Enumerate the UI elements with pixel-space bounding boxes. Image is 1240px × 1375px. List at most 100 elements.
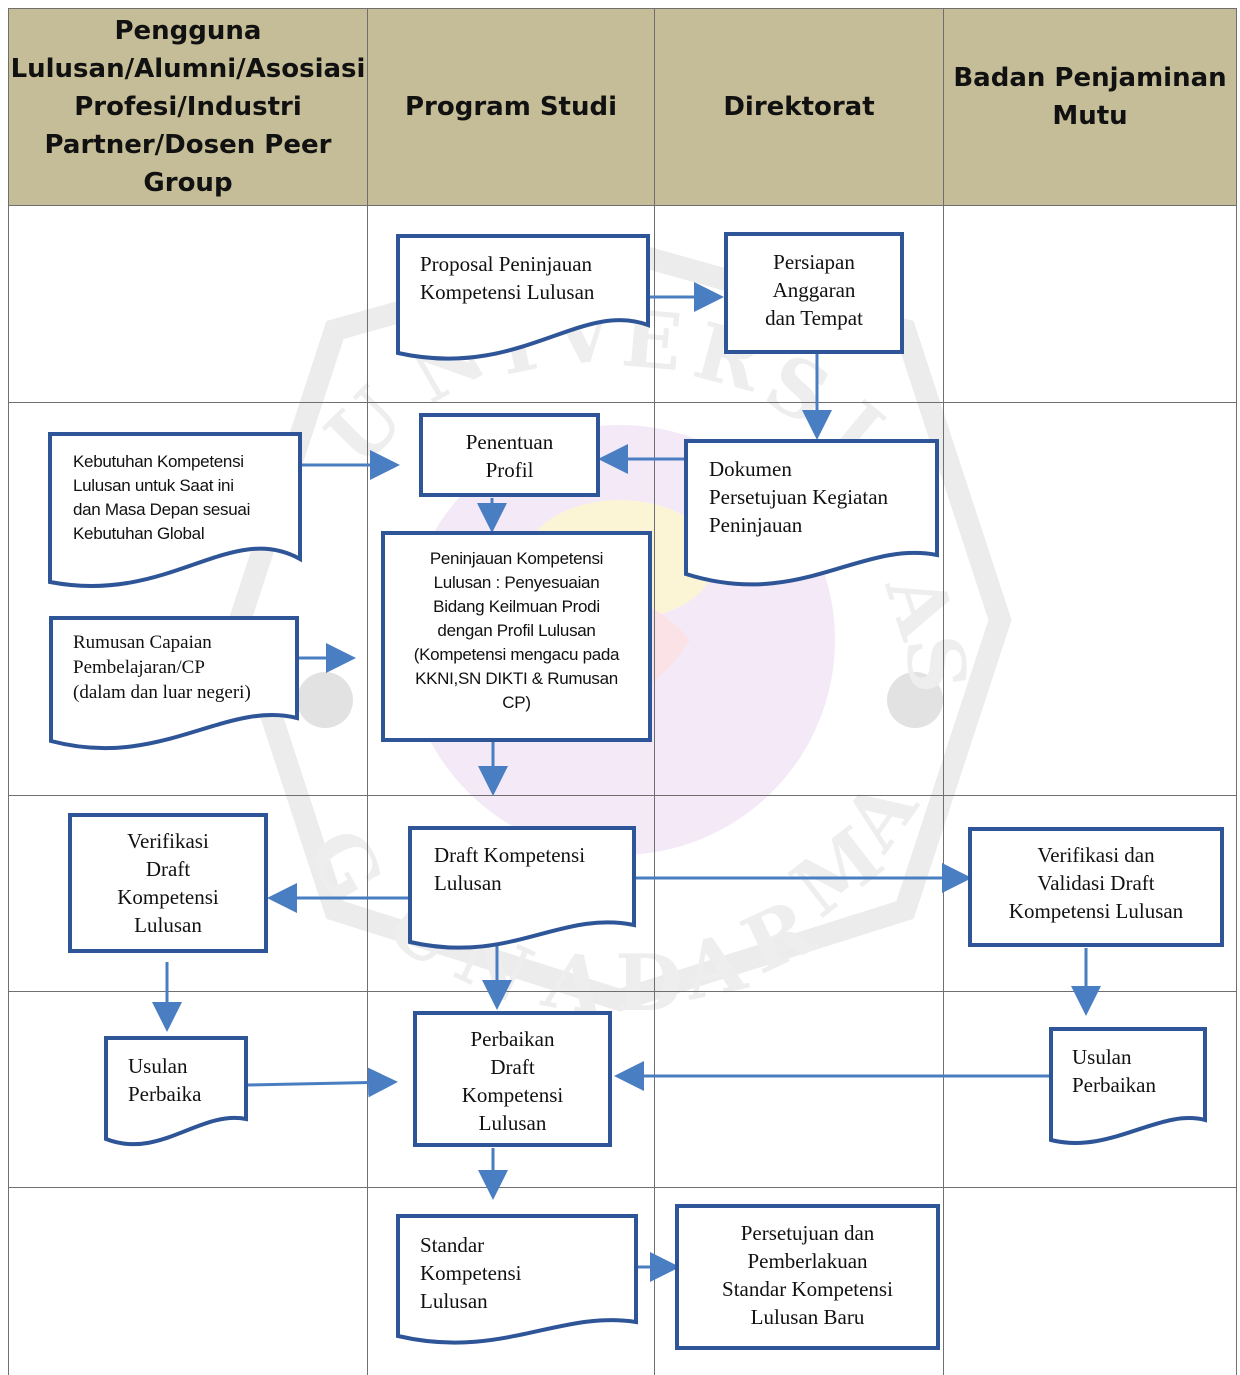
node-rumusan: Rumusan Capaian Pembelajaran/CP (dalam d… [73, 630, 297, 705]
lane-header-program-studi: Program Studi [367, 8, 655, 206]
node-penentuan-shape [419, 413, 600, 497]
node-verifikasi-validasi: Verifikasi dan Validasi Draft Kompetensi… [970, 841, 1222, 925]
lane-header-badan-penjaminan-mutu: Badan Penjaminan Mutu [943, 8, 1237, 206]
lane-header-direktorat: Direktorat [654, 8, 944, 206]
node-text-line: dengan Profil Lulusan [437, 621, 596, 640]
edge-usulan-kiri-perbaikan [247, 1067, 398, 1098]
lane-header-line: Partner/Dosen Peer [44, 130, 332, 160]
node-draft: Draft Kompetensi Lulusan [434, 841, 634, 897]
node-proposal: Proposal Peninjauan Kompetensi Lulusan [420, 250, 646, 306]
node-text-line: Peninjauan Kompetensi [429, 549, 604, 568]
node-text-line: Usulan [1072, 1045, 1132, 1069]
node-text-line: Persetujuan dan [740, 1221, 875, 1245]
lane-header-line: Mutu [1052, 101, 1128, 131]
node-standar: Standar Kompetensi Lulusan [420, 1231, 634, 1315]
node-usulan-kiri: Usulan Perbaika [128, 1052, 246, 1108]
grid-line [8, 8, 1237, 9]
node-text-line: Perbaikan [470, 1027, 555, 1051]
node-text-line: Persetujuan Kegiatan [709, 485, 889, 509]
node-text-line: dan Masa Depan sesuai [73, 500, 251, 519]
node-text-line: (Kompetensi mengacu pada [413, 645, 620, 664]
grid-line [8, 991, 1237, 992]
node-text-line: Verifikasi [127, 829, 209, 853]
node-text-line: Kebutuhan Global [73, 524, 205, 543]
grid-line [1236, 8, 1237, 1375]
lane-header-line: Direktorat [723, 92, 875, 122]
node-text-line: Perbaikan [1072, 1073, 1156, 1097]
node-verifikasi-draft-shape [68, 813, 268, 953]
grid-line [8, 402, 1237, 403]
grid-line [943, 8, 944, 1375]
node-text-line: Draft Kompetensi [434, 843, 586, 867]
node-text-line: Peninjauan [709, 513, 803, 537]
node-standar-shape [396, 1214, 638, 1345]
node-verifikasi-validasi-shape [968, 827, 1224, 947]
node-dokumen-shape [684, 439, 939, 587]
node-text-line: Lulusan : Penyesuaian [433, 573, 600, 592]
node-text-line: Kompetensi [461, 1083, 564, 1107]
node-text-line: Penentuan [465, 430, 554, 454]
node-text-line: Persiapan [773, 250, 855, 274]
node-text-line: Verifikasi dan [1037, 843, 1155, 867]
node-text-line: Kompetensi [420, 1261, 522, 1285]
node-persiapan-shape [724, 232, 904, 354]
node-text-line: Draft [490, 1055, 535, 1079]
lane-header-line: Program Studi [404, 92, 618, 122]
node-text-line: Lulusan Baru [750, 1305, 865, 1329]
node-persiapan: Persiapan Anggaran dan Tempat [726, 248, 902, 332]
node-text-line: Pembelajaran/CP [73, 657, 205, 678]
grid-line [654, 8, 655, 1375]
node-text-line: dan Tempat [765, 306, 863, 330]
node-usulan-kanan-shape [1049, 1027, 1207, 1145]
node-penentuan: Penentuan Profil [421, 428, 598, 484]
node-text-line: Lulusan [134, 913, 202, 937]
node-text-line: CP) [502, 693, 531, 712]
node-draft-shape [408, 826, 636, 950]
node-text-line: Kompetensi Lulusan [1008, 899, 1184, 923]
node-text-line: Kompetensi [117, 885, 219, 909]
node-text-line: Standar [420, 1233, 485, 1257]
node-proposal-shape [396, 234, 650, 361]
node-text-line: KKNI,SN DIKTI & Rumusan [415, 669, 618, 688]
node-usulan-kiri-shape [104, 1036, 248, 1147]
node-text-line: Rumusan Capaian [73, 632, 212, 653]
node-peninjauan: Peninjauan Kompetensi Lulusan : Penyesua… [383, 547, 650, 715]
node-text-line: Lulusan untuk Saat ini [73, 476, 234, 495]
node-perbaikan-shape [413, 1011, 612, 1147]
node-dokumen: Dokumen Persetujuan Kegiatan Peninjauan [709, 455, 935, 539]
lane-header-line: Group [143, 168, 233, 198]
grid-line [8, 8, 9, 1375]
node-kebutuhan-shape [48, 432, 302, 588]
node-text-line: Lulusan [420, 1289, 488, 1313]
node-verifikasi-draft: Verifikasi Draft Kompetensi Lulusan [70, 827, 266, 939]
node-text-line: Proposal Peninjauan [420, 252, 593, 276]
node-text-line: Kebutuhan Kompetensi [73, 452, 244, 471]
lane-header-line: Profesi/Industri [74, 92, 302, 122]
node-usulan-kanan: Usulan Perbaikan [1072, 1043, 1204, 1099]
node-text-line: Validasi Draft [1037, 871, 1155, 895]
node-kebutuhan: Kebutuhan Kompetensi Lulusan untuk Saat … [73, 450, 298, 546]
node-text-line: Dokumen [709, 457, 792, 481]
grid-line [8, 1187, 1237, 1188]
node-persetujuan-shape [675, 1204, 940, 1350]
node-text-line: Bidang Keilmuan Prodi [433, 597, 600, 616]
lane-header-pengguna: Pengguna Lulusan/Alumni/Asosiasi Profesi… [8, 8, 368, 206]
node-text-line: (dalam dan luar negeri) [73, 682, 251, 703]
node-text-line: Pemberlakuan [747, 1249, 868, 1273]
node-text-line: Perbaika [128, 1082, 202, 1106]
node-text-line: Lulusan [434, 871, 502, 895]
lane-header-line: Pengguna [114, 16, 262, 46]
lane-header-line: Badan Penjaminan [953, 63, 1227, 93]
node-rumusan-shape [49, 616, 299, 751]
node-peninjauan-shape [381, 531, 652, 742]
node-text-line: Usulan [128, 1054, 188, 1078]
node-text-line: Kompetensi Lulusan [420, 280, 595, 304]
grid-line [8, 795, 1237, 796]
node-text-line: Standar Kompetensi [722, 1277, 893, 1301]
node-text-line: Draft [145, 857, 191, 881]
lane-header-line: Lulusan/Alumni/Asosiasi [10, 54, 366, 84]
grid-line [367, 8, 368, 1375]
node-perbaikan: Perbaikan Draft Kompetensi Lulusan [415, 1025, 610, 1137]
